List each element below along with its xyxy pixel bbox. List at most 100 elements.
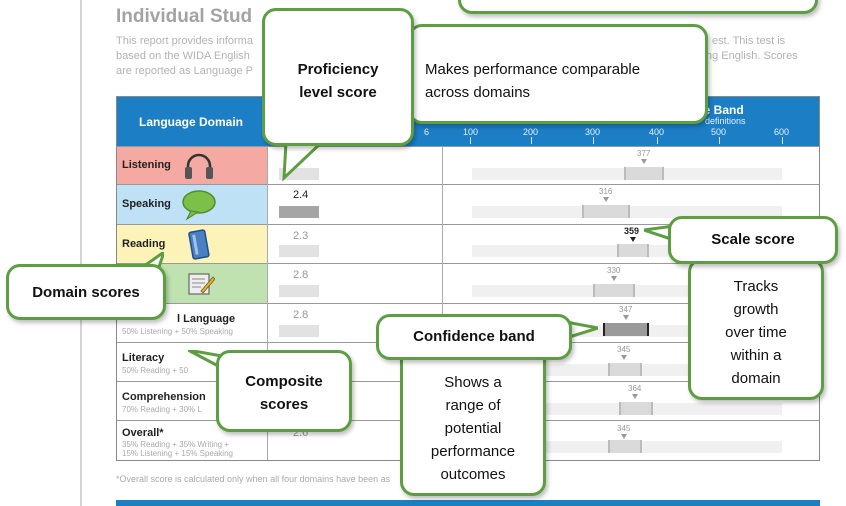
callout-range-line: range of [445,397,501,414]
callout-comparable-line1: Makes performance comparable [425,61,641,78]
scale-score-value: 364 [628,384,642,393]
callout-proficiency-line2: level score [299,84,377,101]
tick-mark [782,137,783,144]
speech-bubble-icon [182,190,216,221]
writing-icon [188,273,215,295]
scale-score-value: 330 [607,266,621,275]
callout-range-line: Shows a [444,374,502,391]
callout-composite-line2: scores [259,396,309,413]
intro-line-1-end: est. This test is [712,35,786,47]
proficiency-bar [279,325,319,337]
proficiency-bar [279,206,319,218]
proficiency-score: 2.8 [293,309,309,321]
callout-scale-score: Scale score [668,216,838,264]
callout-range-line: potential [444,420,502,437]
footnote: *Overall score is calculated only when a… [116,474,391,484]
domain-label: Comprehension [122,391,206,403]
book-icon [188,229,210,260]
proficiency-bar [279,285,319,297]
tick-label: 500 [711,127,727,137]
proficiency-score: 2.8 [293,269,309,281]
callout-range-line: outcomes [440,466,506,483]
next-table-header [116,500,820,506]
table-row-listening: Listening 377 [117,146,819,185]
tick-label: 100 [463,127,479,137]
table-row-reading: Reading 2.3 359 [117,224,819,264]
callout-tracks-text: Tracks growth over time within a domain [691,275,821,390]
header-definitions: definitions [705,116,746,126]
score-marker [611,276,617,281]
score-marker [603,197,609,202]
scale-score-value: 345 [617,424,631,433]
callout-composite-line1: Composite [245,373,323,390]
tick-label: 200 [523,127,539,137]
callout-tracks-line: within a [730,347,782,364]
tick-mark [593,137,594,144]
score-marker [621,355,627,360]
scale-score-value: 347 [619,305,633,314]
callout-proficiency-line1: Proficiency [297,61,379,78]
callout-tail-proficiency [282,142,326,182]
scale-score-value: 316 [599,187,613,196]
domain-label: Literacy [122,352,165,364]
prof-tick-label: 6 [424,127,430,137]
callout-proficiency: Proficiency level score [262,8,414,146]
scale-score-value: 345 [617,345,631,354]
domain-weighting: 50% Listening + 50% Speaking [122,327,233,336]
confidence-band-bar [593,284,635,297]
intro-line-1: This report provides informa [116,35,253,47]
domain-weighting: 50% Reading + 50 [122,366,189,375]
callout-range-text: Shows a range of potential performance o… [403,371,543,486]
tick-mark [531,137,532,144]
column-divider [442,146,443,460]
scale-score-value: 377 [637,149,651,158]
table-row-speaking: Speaking 2.4 316 [117,184,819,225]
page-edge-line [80,0,82,506]
domain-cell: Reading [117,225,267,264]
callout-tracks-line: domain [731,370,781,387]
callout-composite-scores: Composite scores [216,350,352,432]
callout-tracks-growth: Tracks growth over time within a domain [688,258,824,400]
callout-domain-scores: Domain scores [6,264,166,320]
tick-mark [657,137,658,144]
confidence-band-bar [608,363,642,376]
proficiency-score: 2.3 [293,230,309,242]
header-confidence-band: ce Band [697,103,744,117]
tick-mark [719,137,720,144]
score-marker [623,315,629,320]
callout-tail-scale [644,224,674,242]
callout-tracks-line: over time [725,324,787,341]
callout-tail-composite [188,350,222,370]
callout-confidence-band-label: Confidence band [413,328,535,345]
callout-tracks-line: growth [733,301,779,318]
callout-range: Shows a range of potential performance o… [400,346,546,496]
domain-label: l Language [177,313,236,325]
proficiency-bar [279,245,319,257]
tick-mark [470,137,471,144]
callout-confidence-band: Confidence band [376,314,572,360]
score-marker [632,394,638,399]
score-marker [621,434,627,439]
confidence-band-bar [608,440,642,453]
proficiency-score: 2.4 [293,189,309,201]
confidence-band-bar [582,205,630,218]
domain-cell: Speaking [117,185,267,225]
confidence-band-bar [624,167,664,180]
callout-comparable: Makes performance comparable across doma… [408,24,708,124]
header-language-domain: Language Domain [139,115,244,129]
intro-line-3: are reported as Language P [116,65,253,77]
callout-domain-scores-label: Domain scores [32,284,140,301]
callout-range-line: performance [430,443,516,460]
tick-label: 300 [585,127,601,137]
callout-comparable-line2: across domains [425,84,531,101]
headphones-icon [185,153,213,179]
tick-label: 400 [649,127,665,137]
domain-label: Listening [122,159,171,171]
confidence-band-bar [617,244,649,257]
domain-label: Reading [122,238,166,250]
confidence-band-bar [619,402,653,415]
domain-cell: Listening [117,147,267,185]
domain-label: Speaking [122,198,171,210]
callout-scale-score-label: Scale score [711,231,795,248]
scale-score-value: 359 [624,226,640,236]
